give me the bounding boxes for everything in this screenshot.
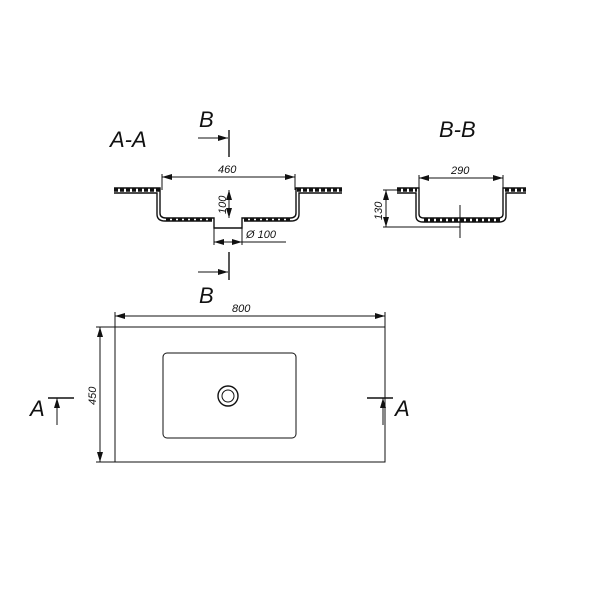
dim-130: 130 (373, 201, 385, 220)
section-bb: B-B 290 130 (373, 117, 526, 238)
dim-100: 100 (217, 195, 229, 214)
plan-view: 800 450 A A (28, 303, 410, 463)
drain-inner-icon (221, 389, 235, 403)
section-bb-label: B-B (439, 117, 476, 142)
basin-outer (397, 192, 526, 223)
section-aa: A-A 460 100 Ø 100 (108, 127, 342, 245)
dim-290: 290 (450, 165, 470, 177)
basin-profile (397, 187, 526, 219)
dim-d100: Ø 100 (245, 229, 277, 241)
basin-outline (162, 352, 297, 439)
dim-800: 800 (232, 303, 251, 315)
dim-460: 460 (218, 164, 237, 176)
drain-outer-icon (217, 385, 239, 407)
cut-b-top-label: B (199, 107, 214, 132)
basin-profile (114, 187, 342, 229)
cut-a-right-label: A (393, 396, 410, 421)
countertop-outline (114, 326, 386, 463)
dim-450: 450 (87, 386, 99, 405)
cut-b-markers: B B (198, 107, 230, 308)
cut-a-left-label: A (28, 396, 45, 421)
basin-outer (114, 192, 342, 222)
section-aa-label: A-A (108, 127, 147, 152)
cut-b-bottom-label: B (199, 283, 214, 308)
